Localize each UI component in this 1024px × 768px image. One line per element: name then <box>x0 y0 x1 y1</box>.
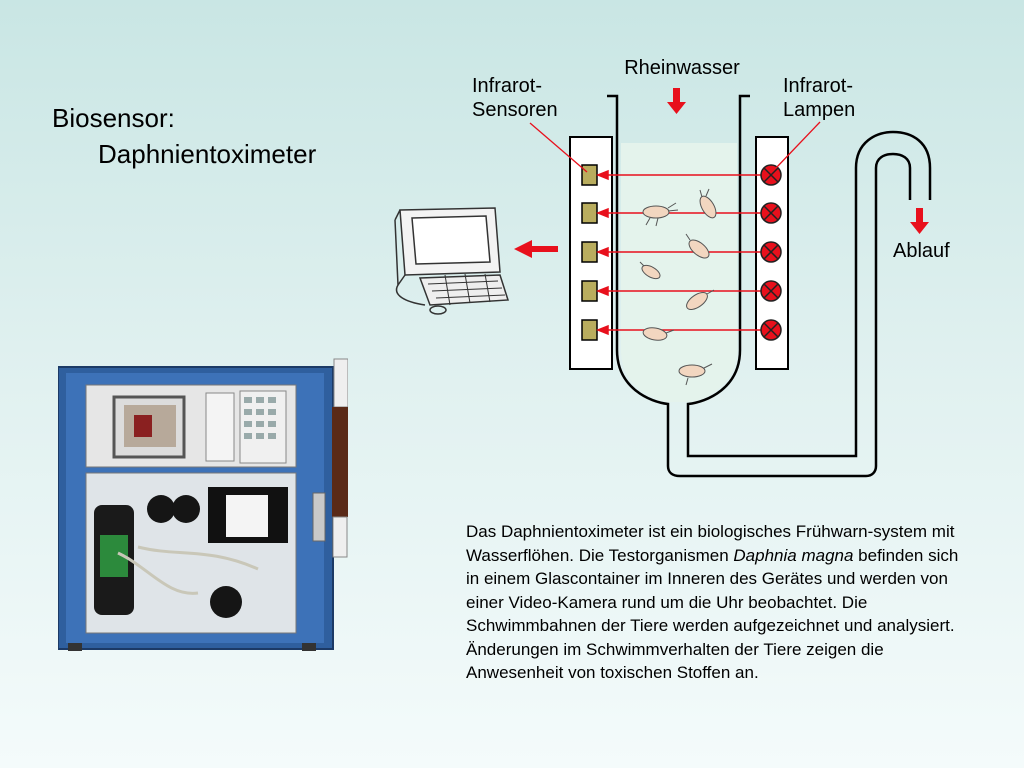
sensors-label-line-2: Sensoren <box>472 99 558 121</box>
water <box>621 143 737 402</box>
inflow-label: Rheinwasser <box>624 57 740 79</box>
description-part-1: Das Daphnientoximeter ist ein biologisch… <box>466 522 955 565</box>
daphnia-icon <box>639 261 661 280</box>
daphnia-icon <box>642 202 679 227</box>
daphnia-icon <box>685 233 710 259</box>
daphnia-organisms <box>639 188 717 386</box>
lamps-label-line-2: Lampen <box>783 99 855 121</box>
infrared-beams <box>595 169 762 336</box>
device-photo <box>58 358 348 651</box>
sensor-pointer-line <box>529 122 588 173</box>
daphnia-icon <box>678 363 713 386</box>
daphnia-icon <box>699 188 717 219</box>
lamp-pointer-line <box>775 121 821 169</box>
daphnia-icon <box>642 327 675 341</box>
description-text: Das Daphnientoximeter ist ein biologisch… <box>466 520 976 685</box>
sensors-label-line-1: Infrarot- <box>472 75 542 97</box>
outflow-arrow <box>910 208 929 234</box>
title-line-1: Biosensor: <box>52 103 175 133</box>
description-italic: Daphnia magna <box>733 545 854 565</box>
slide-title: Biosensor: Daphnientoximeter <box>52 100 316 172</box>
inflow-arrow <box>667 88 686 114</box>
title-line-2: Daphnientoximeter <box>98 139 317 169</box>
computer-icon <box>394 207 510 315</box>
glass-container <box>607 94 932 478</box>
infrared-sensors <box>581 164 598 341</box>
outflow-label: Ablauf <box>893 240 950 262</box>
output-arrow <box>514 240 558 258</box>
description-part-2: befinden sich in einem Glascontainer im … <box>466 545 959 683</box>
infrared-lamps <box>760 164 782 341</box>
lamps-label-line-1: Infrarot- <box>783 75 853 97</box>
daphnia-icon <box>686 289 715 310</box>
